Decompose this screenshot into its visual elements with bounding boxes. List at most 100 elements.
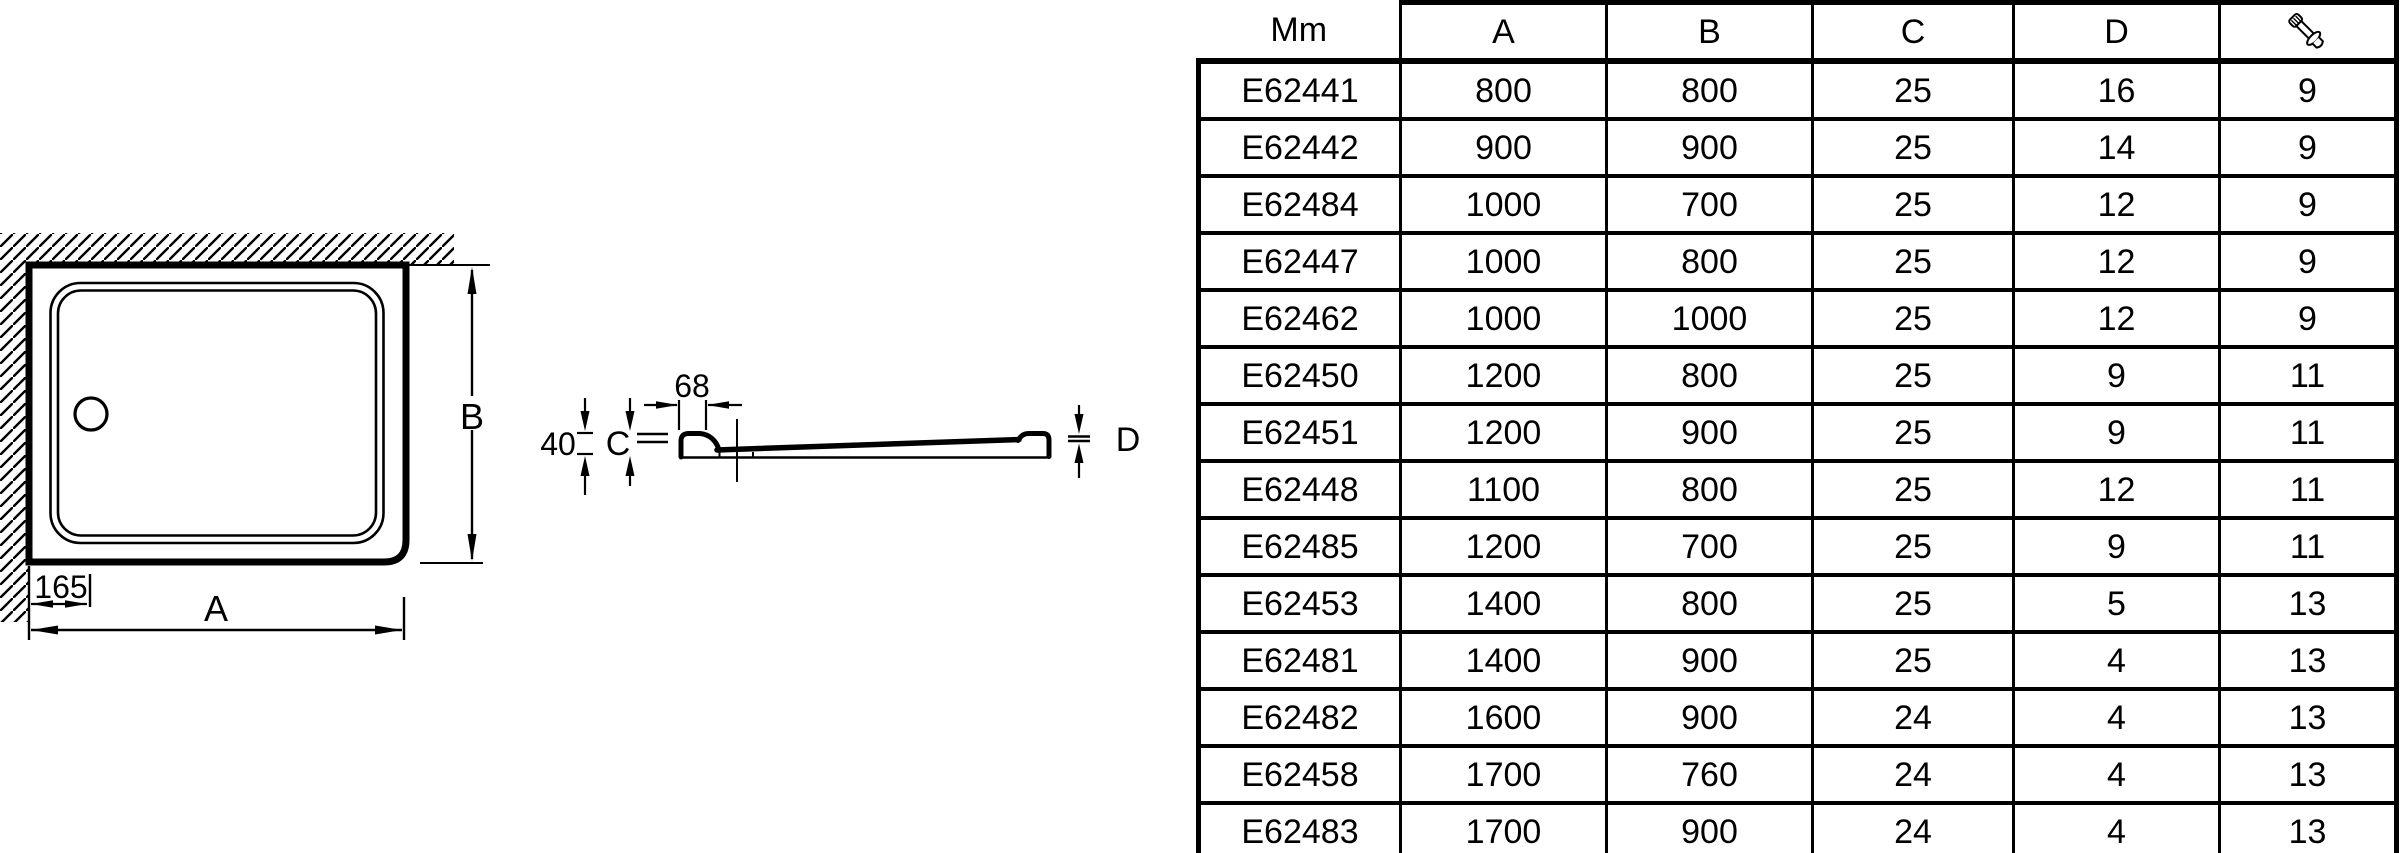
drain-circle	[73, 396, 109, 432]
dimension-b	[408, 264, 490, 564]
dimension-value-cell: 12	[2012, 459, 2221, 520]
dimension-value-cell: 14	[2012, 117, 2221, 178]
dimension-value-cell: 4	[2012, 801, 2221, 853]
dimension-value-cell: 900	[1399, 117, 1608, 178]
dimension-value-cell: 9	[2012, 345, 2221, 406]
dimension-value-cell: 11	[2218, 402, 2399, 463]
basin-inner-line	[56, 289, 378, 537]
dimension-value-cell: 9	[2218, 59, 2399, 121]
profile-right-rim	[1015, 431, 1052, 459]
dimension-value-cell: 9	[2218, 231, 2399, 292]
dimension-value-cell: 25	[1811, 59, 2015, 121]
technical-drawing: B A 165	[0, 233, 1140, 640]
dimension-value-cell: 24	[1811, 687, 2015, 748]
dimension-value-cell: 1700	[1399, 744, 1608, 805]
model-ref-cell: E62451	[1196, 402, 1402, 463]
dim-68-label: 68	[674, 368, 710, 404]
model-ref-cell: E62462	[1196, 288, 1402, 349]
dimension-value-cell: 800	[1605, 345, 1814, 406]
dimension-value-cell: 800	[1605, 459, 1814, 520]
dimension-value-cell: 1200	[1399, 516, 1608, 577]
dimension-value-cell: 11	[2218, 516, 2399, 577]
dimension-value-cell: 25	[1811, 459, 2015, 520]
dimension-value-cell: 900	[1605, 630, 1814, 691]
dimension-value-cell: 13	[2218, 573, 2399, 634]
dimension-value-cell: 1200	[1399, 345, 1608, 406]
model-ref-cell: E62483	[1196, 801, 1402, 853]
dimension-value-cell: 12	[2012, 231, 2221, 292]
dim-165-label: 165	[34, 569, 87, 605]
dimension-value-cell: 800	[1605, 573, 1814, 634]
dimension-value-cell: 700	[1605, 174, 1814, 235]
plan-view: B A 165	[0, 233, 490, 640]
dimension-value-cell: 13	[2218, 630, 2399, 691]
dimension-value-cell: 12	[2012, 288, 2221, 349]
dimension-value-cell: 25	[1811, 573, 2015, 634]
model-ref-cell: E62481	[1196, 630, 1402, 691]
dimension-value-cell: 4	[2012, 744, 2221, 805]
model-ref-cell: E62484	[1196, 174, 1402, 235]
dimension-value-cell: 700	[1605, 516, 1814, 577]
dimension-value-cell: 11	[2218, 345, 2399, 406]
header-col-a: A	[1399, 0, 1608, 64]
dimension-value-cell: 11	[2218, 459, 2399, 520]
dimension-value-cell: 1000	[1399, 231, 1608, 292]
model-ref-cell: E62453	[1196, 573, 1402, 634]
dimension-value-cell: 1200	[1399, 402, 1608, 463]
dim-40-label: 40	[540, 426, 576, 462]
profile-drain-recess	[718, 451, 754, 457]
profile-left-rim	[678, 431, 722, 460]
dimension-value-cell: 1400	[1399, 573, 1608, 634]
dimension-value-cell: 13	[2218, 801, 2399, 853]
dimension-value-cell: 25	[1811, 345, 2015, 406]
dimension-value-cell: 4	[2012, 687, 2221, 748]
model-ref-cell: E62450	[1196, 345, 1402, 406]
dimension-value-cell: 25	[1811, 402, 2015, 463]
header-col-d: D	[2012, 0, 2221, 64]
dimension-a	[27, 566, 406, 640]
spec-table: Mm A B C D	[1196, 0, 2399, 853]
dimension-value-cell: 13	[2218, 744, 2399, 805]
dimension-value-cell: 13	[2218, 687, 2399, 748]
dimension-value-cell: 12	[2012, 174, 2221, 235]
dimension-value-cell: 25	[1811, 231, 2015, 292]
header-fixing-column	[2218, 0, 2399, 64]
model-ref-cell: E62442	[1196, 117, 1402, 178]
dimension-value-cell: 5	[2012, 573, 2221, 634]
table-header-row: Mm A B C D	[1198, 0, 2399, 64]
dimension-value-cell: 9	[2012, 402, 2221, 463]
profile-floor	[714, 436, 1022, 453]
model-ref-cell: E62441	[1196, 59, 1402, 121]
dimension-value-cell: 800	[1605, 59, 1814, 121]
dimension-value-cell: 900	[1605, 117, 1814, 178]
dimension-165	[31, 574, 92, 608]
dimension-value-cell: 1000	[1399, 288, 1608, 349]
dim-d-label: D	[1116, 421, 1141, 459]
dim-c-label: C	[606, 425, 631, 463]
model-ref-cell: E62447	[1196, 231, 1402, 292]
dimension-68	[644, 400, 742, 430]
dimension-value-cell: 900	[1605, 402, 1814, 463]
dim-a-label: A	[204, 588, 228, 629]
dimension-40	[577, 398, 593, 495]
dimension-value-cell: 24	[1811, 801, 2015, 853]
header-col-c: C	[1811, 0, 2015, 64]
section-view: 68 40 C	[540, 368, 1140, 495]
dimension-value-cell: 800	[1605, 231, 1814, 292]
dimension-d	[1068, 405, 1090, 478]
bolt-icon	[2287, 12, 2324, 49]
dimension-value-cell: 9	[2218, 288, 2399, 349]
dimension-value-cell: 1600	[1399, 687, 1608, 748]
